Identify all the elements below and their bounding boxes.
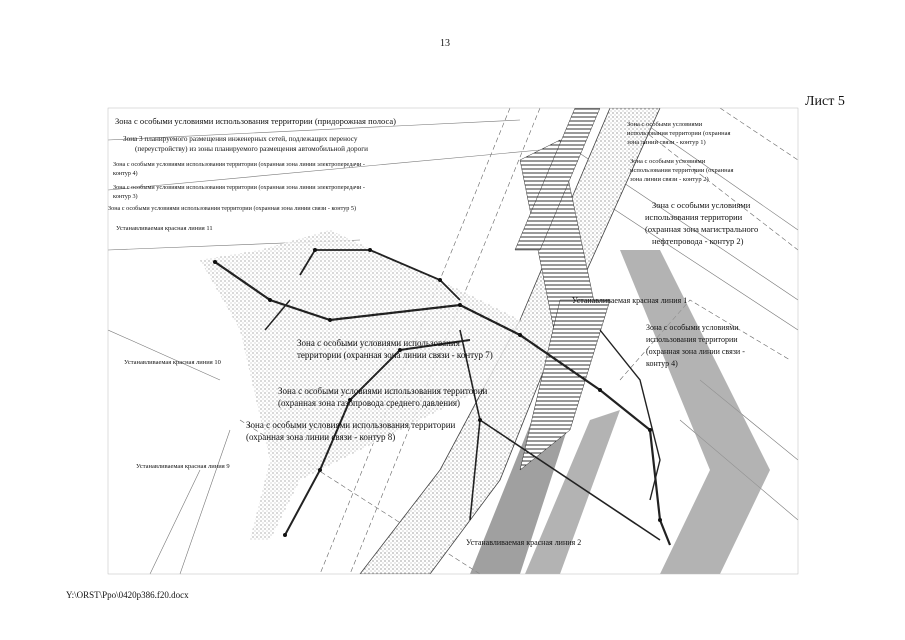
label-comm4-line3: (охранная зона линии связи - — [646, 347, 745, 356]
label-red-line-11: Устанавливаемая красная линия 11 — [116, 225, 213, 232]
label-comm4-line2: использования территории — [646, 335, 738, 344]
label-comm5: Зона с особыми условиями использования т… — [108, 205, 356, 212]
label-comm4-line1: Зона с особыми условиями — [646, 323, 739, 332]
label-comm8-line1: Зона с особыми условиями использования т… — [246, 420, 456, 430]
label-roadside-zone: Зона с особыми условиями использования т… — [115, 116, 396, 126]
label-comm1-line1: Зона с особыми условиями — [627, 121, 703, 128]
label-red-line-10: Устанавливаемая красная линия 10 — [124, 359, 221, 366]
footer-file-path: Y:\ORST\Ppo\0420p386.f20.docx — [66, 590, 189, 600]
hatched-zone-lower — [519, 299, 611, 471]
label-comm8-line2: (охранная зона линии связи - контур 8) — [246, 432, 395, 442]
label-oil-line4: нефтепровода - контур 2) — [652, 236, 744, 246]
label-oil-line3: (охранная зона магистрального — [645, 224, 758, 234]
label-power4-line1: Зона с особыми условиями использования т… — [113, 161, 365, 168]
label-gas-line1: Зона с особыми условиями использования т… — [278, 386, 488, 396]
label-comm2-line1: Зона с особыми условиями — [630, 158, 706, 165]
label-comm2-line2: использования территории (охранная — [630, 167, 733, 174]
label-comm7-line2: территории (охранная зона линии связи - … — [297, 350, 493, 360]
map-frame — [107, 107, 799, 575]
label-power3-line2: контур 3) — [113, 193, 138, 200]
label-red-line-2: Устанавливаемая красная линия 2 — [466, 538, 581, 547]
label-gas-line2: (охранная зона газопровода среднего давл… — [278, 398, 460, 408]
label-comm2-line3: зона линии связи - контур 2) — [630, 176, 709, 183]
sheet-label: Лист 5 — [805, 94, 845, 109]
label-comm1-line3: зона линии связи - контур 1) — [627, 139, 706, 146]
label-red-line-1: Устанавливаемая красная линия 1 — [572, 296, 687, 305]
survey-points — [213, 248, 662, 537]
label-zone3-line2: (переустройству) из зоны планируемого ра… — [135, 145, 368, 153]
page-number: 13 — [440, 38, 450, 49]
label-comm4-line4: контур 4) — [646, 359, 678, 368]
label-zone3-line1: Зона 3 планируемого размещения инженерны… — [123, 135, 358, 143]
label-oil-line2: использования территории — [645, 212, 743, 222]
label-power3-line1: Зона с особыми условиями использования т… — [113, 184, 365, 191]
map-labels: Зона с особыми условиями использования т… — [108, 116, 758, 547]
label-power4-line2: контур 4) — [113, 170, 138, 177]
communication-zone-band-2 — [525, 410, 620, 574]
hatched-zone-roadside — [514, 108, 601, 251]
pipeline-protection-zone — [620, 250, 770, 574]
label-comm1-line2: использования территории (охранная — [627, 130, 730, 137]
label-red-line-9: Устанавливаемая красная линия 9 — [136, 463, 230, 470]
label-comm7-line1: Зона с особыми условиями использования — [297, 338, 460, 348]
label-oil-line1: Зона с особыми условиями — [652, 200, 751, 210]
